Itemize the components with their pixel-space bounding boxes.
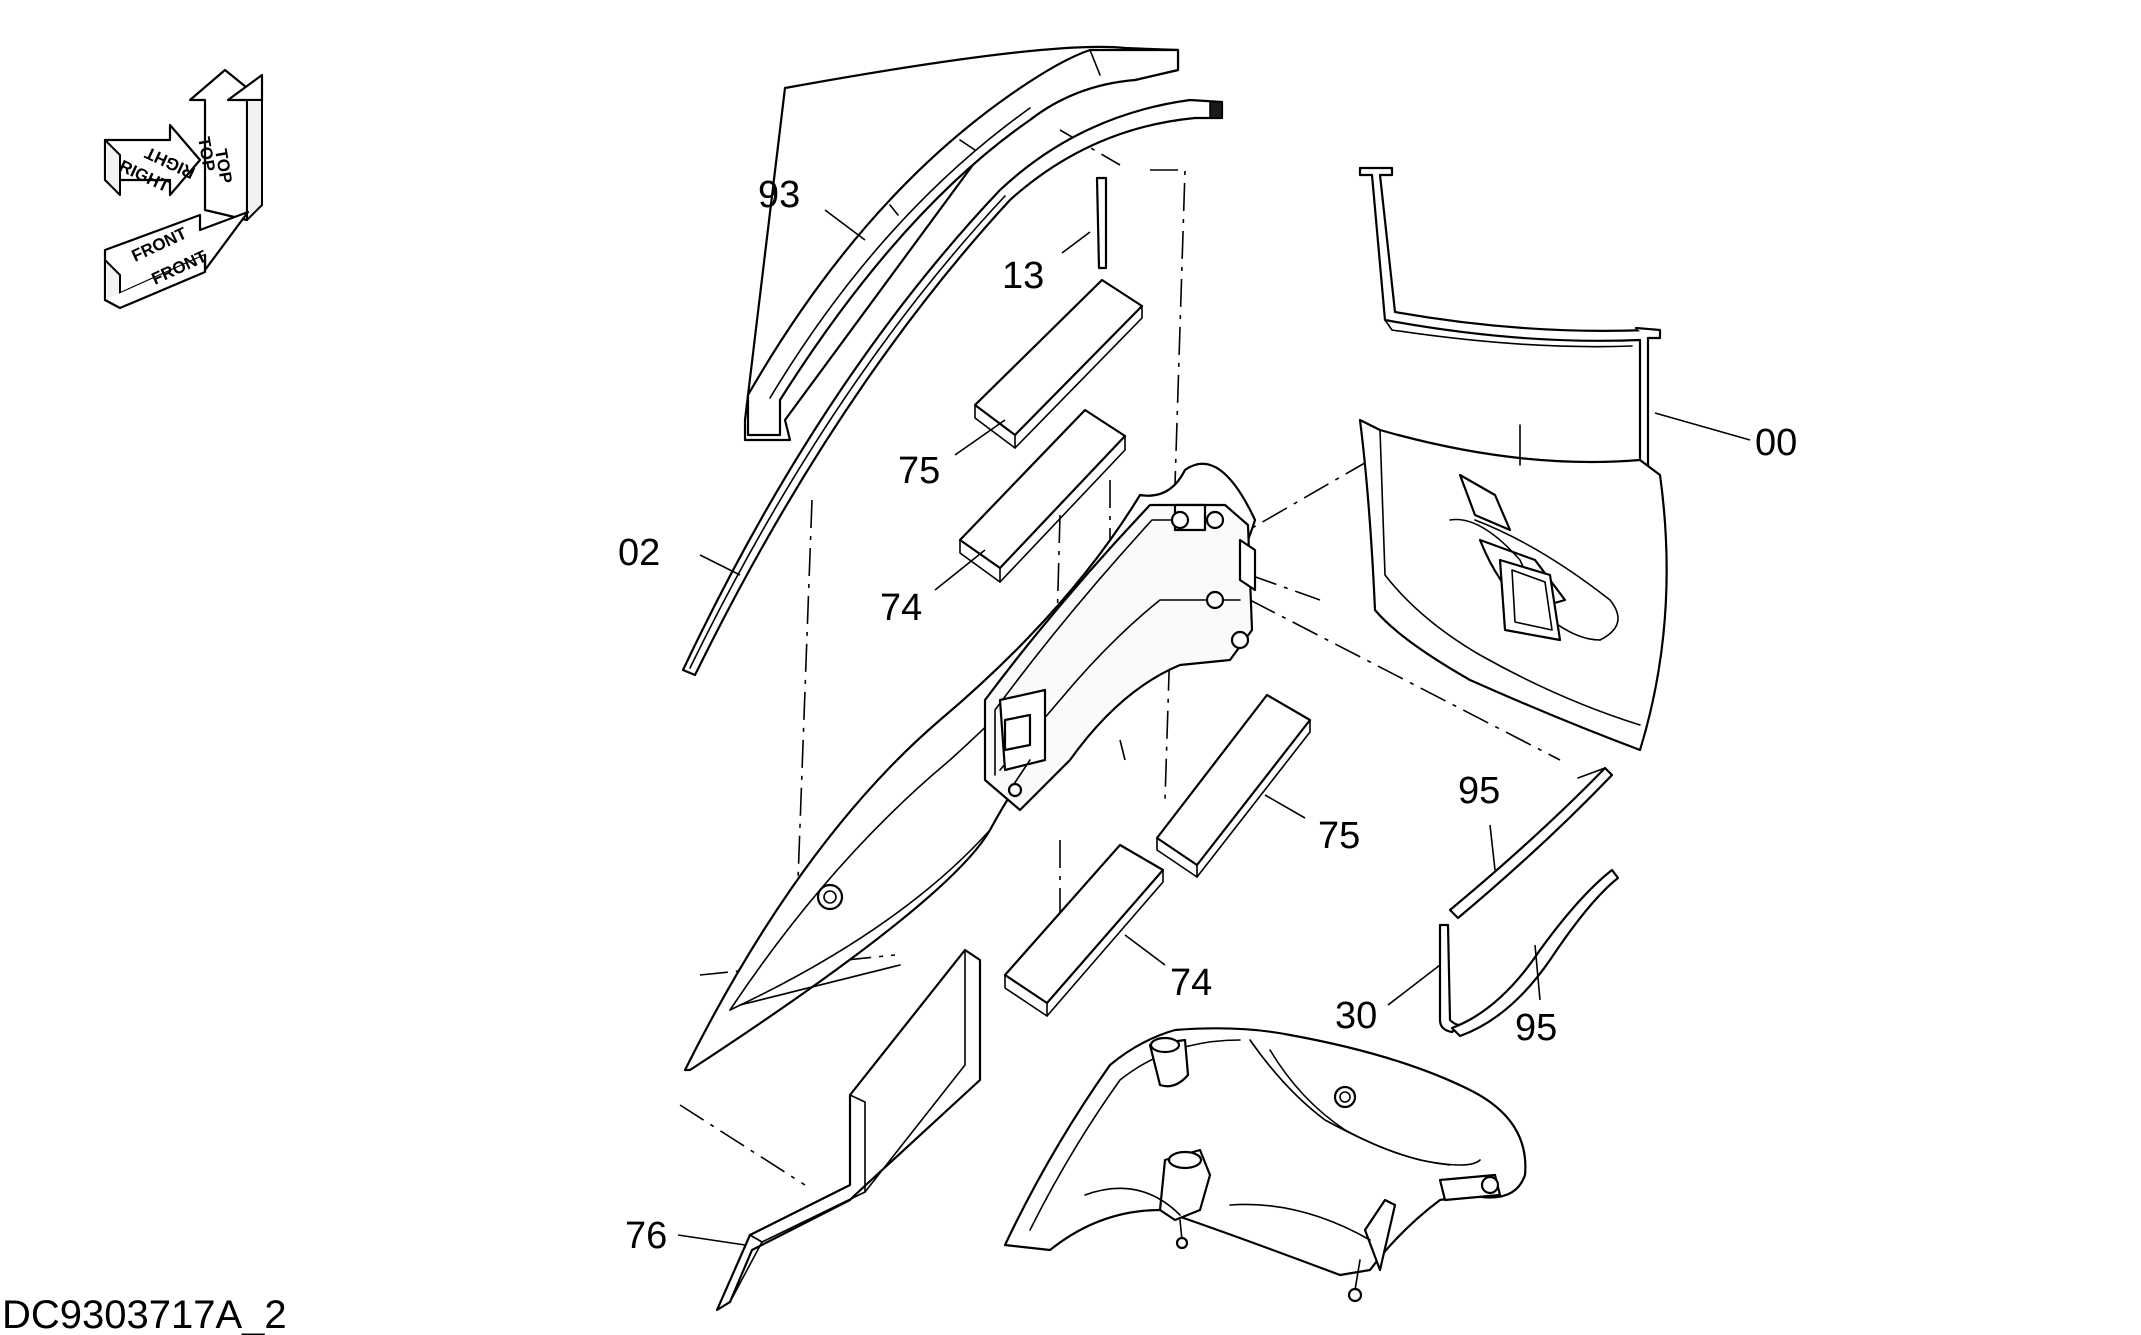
callout-00: 00: [1755, 422, 1797, 464]
bottom-housing: [1003, 1027, 1527, 1303]
callout-labels: 93 13 00 75 02 74 95 75 74 30 95 76: [618, 174, 1797, 1257]
part-75-pad-lower: [1155, 693, 1312, 878]
part-02-seal-strip: [681, 98, 1224, 677]
callout-74-upper: 74: [880, 587, 922, 629]
callout-30: 30: [1335, 995, 1377, 1037]
leader-lines: [677, 209, 1751, 1246]
figure-id: DC9303717A_2: [2, 1293, 287, 1335]
orientation-arrows-icon: TOP TOP RIGHT RIGHT FRONT FRONT: [103, 68, 264, 310]
callout-75-lower: 75: [1318, 815, 1360, 857]
callout-75-upper: 75: [898, 450, 940, 492]
part-76-bracket-panel: [715, 948, 982, 1312]
part-30-seal: [1438, 923, 1462, 1034]
part-00-frame-seal: [1358, 166, 1662, 507]
callout-13: 13: [1002, 255, 1044, 297]
part-74-pad-lower: [1003, 843, 1165, 1017]
callout-95-lower: 95: [1515, 1007, 1557, 1049]
callout-76: 76: [625, 1215, 667, 1257]
part-93-roof-trim: [743, 45, 1180, 442]
part-75-pad-upper: [973, 278, 1144, 449]
part-95-seal-upper: [1448, 766, 1614, 920]
part-95-seal-lower: [1450, 868, 1620, 1038]
side-panel-body: [683, 462, 1257, 1072]
rear-cover-panel: [1358, 418, 1668, 752]
callout-95-upper: 95: [1458, 770, 1500, 812]
part-74-pad-upper: [958, 408, 1127, 583]
callout-74-lower: 74: [1170, 962, 1212, 1004]
part-13-pin: [1095, 176, 1108, 270]
callout-93: 93: [758, 174, 800, 216]
callout-02: 02: [618, 532, 660, 574]
